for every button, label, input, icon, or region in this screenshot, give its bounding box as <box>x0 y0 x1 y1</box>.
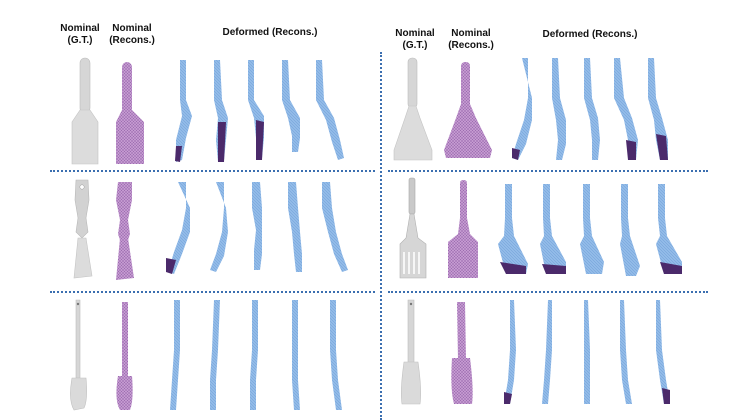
nominal-gt-utensil <box>401 299 421 405</box>
nominal-gt-utensil <box>393 57 433 161</box>
panel-slotted-turner <box>399 177 682 279</box>
header-nominal-gt-left: Nominal (G.T.) <box>60 23 100 46</box>
deformed-set <box>166 182 348 274</box>
horizontal-divider-top-right <box>388 170 708 172</box>
header-nominal-gt-right: Nominal (G.T.) <box>395 28 435 51</box>
header-deformed-right: Deformed (Recons.) <box>542 29 638 40</box>
nominal-recons-utensil <box>116 62 144 164</box>
nominal-gt-utensil <box>73 179 93 279</box>
nominal-recons-utensil <box>116 302 133 410</box>
horizontal-divider-top-left <box>50 170 375 172</box>
panel-turner-wide <box>393 57 668 161</box>
nominal-gt-utensil <box>399 177 427 279</box>
nominal-recons-utensil <box>451 302 473 404</box>
deformed-set <box>498 184 682 276</box>
nominal-gt-utensil <box>71 57 99 165</box>
vertical-divider <box>380 52 382 420</box>
panel-spatula-thin <box>70 299 342 411</box>
horizontal-divider-bottom-right <box>388 291 708 293</box>
panel-putty-knife <box>73 179 348 280</box>
nominal-recons-utensil <box>444 62 492 158</box>
horizontal-divider-bottom-left <box>50 291 375 293</box>
panel-spatula-angled <box>401 299 670 405</box>
deformed-set <box>512 58 668 160</box>
header-nominal-recons-right: Nominal (Recons.) <box>448 28 494 51</box>
panel-turner-flat <box>71 57 344 165</box>
nominal-gt-utensil <box>70 299 87 411</box>
nominal-recons-utensil <box>448 180 478 278</box>
nominal-recons-utensil <box>116 182 134 280</box>
header-nominal-recons-left: Nominal (Recons.) <box>109 23 155 46</box>
header-deformed-left: Deformed (Recons.) <box>222 27 318 38</box>
deformed-set <box>175 60 344 162</box>
deformed-set <box>504 300 670 404</box>
deformed-set <box>170 300 342 410</box>
